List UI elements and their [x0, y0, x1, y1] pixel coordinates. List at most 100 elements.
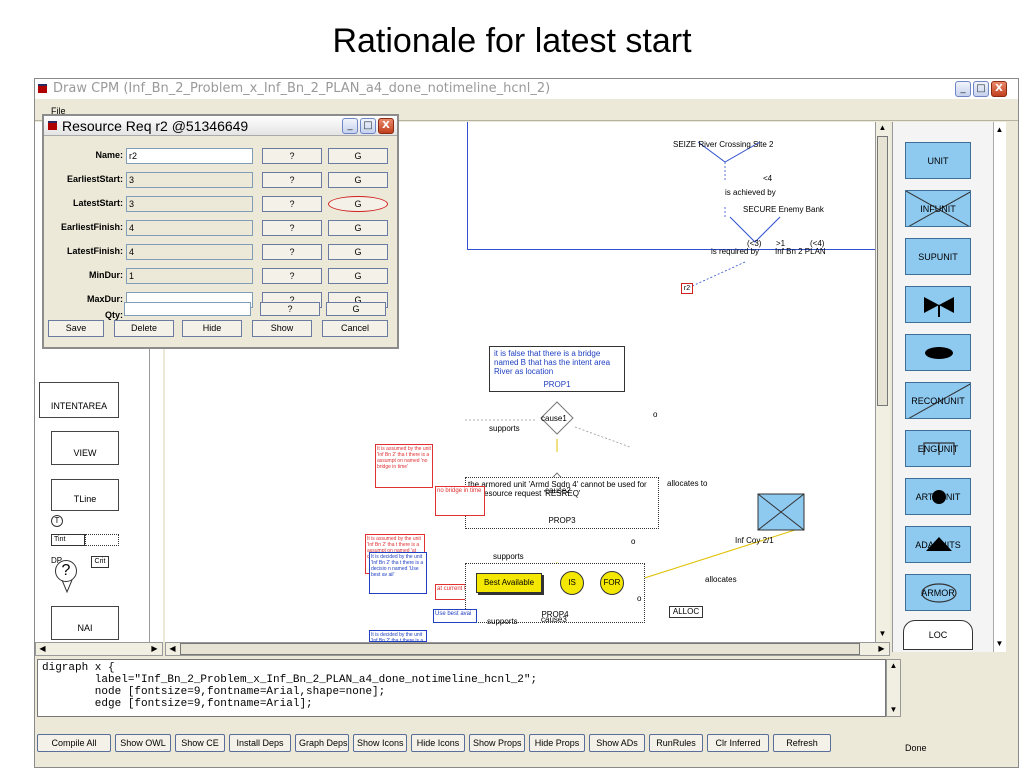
minimize-button[interactable]: _: [955, 81, 971, 97]
armor-button[interactable]: ARMOR: [905, 574, 971, 611]
latest-finish-query-button[interactable]: ?: [262, 244, 322, 260]
compile-all-button[interactable]: Compile All: [37, 734, 111, 752]
show-button[interactable]: Show: [252, 320, 312, 337]
min-dur-field[interactable]: 1: [126, 268, 253, 284]
scroll-up-arrow[interactable]: ▲: [878, 123, 887, 132]
maximize-button[interactable]: □: [973, 81, 989, 97]
hide-icons-button[interactable]: Hide Icons: [411, 734, 465, 752]
best-available-node[interactable]: Best Available: [476, 573, 542, 593]
earliest-finish-query-button[interactable]: ?: [262, 220, 322, 236]
engunit-button[interactable]: ENGUNIT: [905, 430, 971, 467]
decision-note[interactable]: It is decided by the unit 'Inf Bn 2' tha…: [369, 630, 427, 642]
show-ads-button[interactable]: Show ADs: [589, 734, 645, 752]
hide-button[interactable]: Hide: [182, 320, 242, 337]
latest-finish-generate-button[interactable]: G: [328, 244, 388, 260]
crit-item[interactable]: Crit: [91, 556, 109, 568]
qty-input[interactable]: [124, 302, 251, 316]
save-button[interactable]: Save: [48, 320, 104, 337]
decision-note-full[interactable]: It is decided by the unit 'Inf Bn 2' tha…: [369, 552, 427, 594]
latest-finish-field[interactable]: 4: [126, 244, 253, 260]
canvas-vertical-scrollbar[interactable]: ▲ ▼: [875, 122, 890, 642]
unit-label: UNIT: [927, 156, 949, 166]
earliest-finish-field[interactable]: 4: [126, 220, 253, 236]
artyunit-button[interactable]: ARTYUNIT: [905, 478, 971, 515]
scroll-down-arrow[interactable]: ▼: [878, 629, 887, 638]
earliest-start-generate-button[interactable]: G: [328, 172, 388, 188]
min-dur-query-button[interactable]: ?: [262, 268, 322, 284]
show-ce-button[interactable]: Show CE: [175, 734, 225, 752]
alloc-node[interactable]: ALLOC: [669, 606, 703, 618]
infunit-button[interactable]: INFUNIT: [905, 190, 971, 227]
tint-item[interactable]: Tint: [51, 534, 85, 546]
delete-button[interactable]: Delete: [114, 320, 174, 337]
close-button[interactable]: X: [991, 81, 1007, 97]
prop1-box[interactable]: it is false that there is a bridge named…: [489, 346, 625, 392]
is-node[interactable]: IS: [560, 571, 584, 595]
dot-source-textarea[interactable]: digraph x { label="Inf_Bn_2_Problem_x_In…: [37, 659, 886, 717]
cancel-button[interactable]: Cancel: [322, 320, 388, 337]
latest-start-query-button[interactable]: ?: [262, 196, 322, 212]
hide-props-button[interactable]: Hide Props: [529, 734, 585, 752]
armor-ring-icon: [921, 583, 957, 603]
diagram-canvas[interactable]: SEIZE River Crossing Site 2 <4 is achiev…: [165, 122, 885, 642]
canvas-hscroll[interactable]: ◀ ▶: [165, 642, 890, 656]
show-icons-button[interactable]: Show Icons: [353, 734, 407, 752]
canvas-hscroll-left-arrow[interactable]: ◀: [169, 644, 176, 653]
prop4-box[interactable]: Best Available IS FOR PROP4: [465, 563, 645, 623]
unit-scroll-down-arrow[interactable]: ▼: [995, 639, 1004, 648]
name-generate-button[interactable]: G: [328, 148, 388, 164]
decision-small[interactable]: Use best avai: [433, 609, 477, 623]
show-owl-button[interactable]: Show OWL: [115, 734, 171, 752]
canvas-hscroll-thumb[interactable]: [180, 643, 860, 655]
max-dur-label: MaxDur:: [86, 294, 123, 304]
adaunits-button[interactable]: ADAUNITS: [905, 526, 971, 563]
min-dur-generate-button[interactable]: G: [328, 268, 388, 284]
left-panel-hscroll[interactable]: ◀ ▶: [35, 642, 163, 656]
supunit-button[interactable]: SUPUNIT: [905, 238, 971, 275]
latest-start-generate-button[interactable]: G: [328, 196, 388, 212]
runrules-button[interactable]: RunRules: [649, 734, 703, 752]
prop3-box[interactable]: the armored unit 'Armd Sqdn 4' cannot be…: [465, 477, 659, 529]
canvas-hscroll-right-arrow[interactable]: ▶: [878, 644, 885, 653]
latest-start-field[interactable]: 3: [126, 196, 253, 212]
assumption-small-1[interactable]: no bridge in time: [435, 486, 485, 516]
code-scrollbar[interactable]: ▲ ▼: [886, 659, 901, 717]
dialog-maximize-button[interactable]: □: [360, 118, 376, 134]
graph-deps-button[interactable]: Graph Deps: [295, 734, 349, 752]
intentarea-item[interactable]: INTENTAREA: [39, 382, 119, 418]
install-deps-button[interactable]: Install Deps: [229, 734, 291, 752]
r2-node[interactable]: r2: [681, 283, 693, 294]
dialog-minimize-button[interactable]: _: [342, 118, 358, 134]
canvas-scroll-thumb[interactable]: [877, 136, 888, 406]
antitank-unit-button[interactable]: [905, 286, 971, 323]
earliest-start-query-button[interactable]: ?: [262, 172, 322, 188]
menu-file[interactable]: File: [51, 106, 66, 116]
for-node[interactable]: FOR: [600, 571, 624, 595]
code-scroll-down[interactable]: ▼: [889, 705, 898, 714]
qty-query-button[interactable]: ?: [260, 302, 320, 316]
clr-inferred-button[interactable]: Clr Inferred: [707, 734, 769, 752]
earliest-start-field[interactable]: 3: [126, 172, 253, 188]
left-hscroll-right-arrow[interactable]: ▶: [151, 644, 158, 653]
armor-recon-button[interactable]: [905, 334, 971, 371]
qty-generate-button[interactable]: G: [326, 302, 386, 316]
left-hscroll-left-arrow[interactable]: ◀: [39, 644, 46, 653]
t-circle-icon[interactable]: T: [51, 515, 63, 527]
unit-scroll-up-arrow[interactable]: ▲: [995, 125, 1004, 134]
code-scroll-up[interactable]: ▲: [889, 661, 898, 670]
assumption-note-1[interactable]: It is assumed by the unit 'Inf Bn 2' tha…: [375, 444, 433, 488]
earliest-finish-generate-button[interactable]: G: [328, 220, 388, 236]
nai-item[interactable]: NAI: [51, 606, 119, 640]
refresh-button[interactable]: Refresh: [773, 734, 831, 752]
decision-question-icon[interactable]: ?: [55, 560, 77, 582]
view-item[interactable]: VIEW: [51, 431, 119, 465]
name-input[interactable]: r2: [126, 148, 253, 164]
unit-button[interactable]: UNIT: [905, 142, 971, 179]
reconunit-button[interactable]: RECONUNIT: [905, 382, 971, 419]
dialog-close-button[interactable]: X: [378, 118, 394, 134]
unit-panel-scrollbar[interactable]: ▲ ▼: [993, 122, 1006, 652]
name-query-button[interactable]: ?: [262, 148, 322, 164]
show-props-button[interactable]: Show Props: [469, 734, 525, 752]
loc-button[interactable]: LOC: [903, 620, 973, 650]
tline-item[interactable]: TLine: [51, 479, 119, 511]
